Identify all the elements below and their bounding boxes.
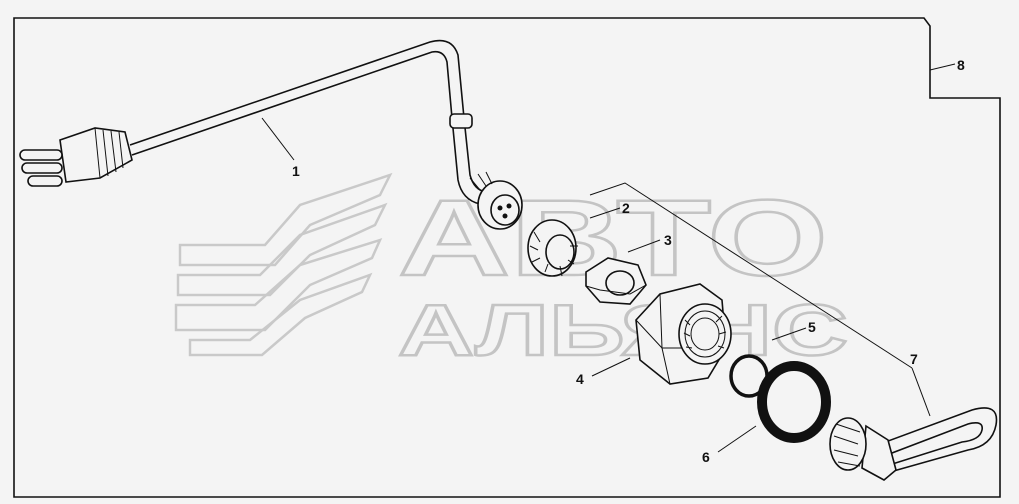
callout-1: 1 xyxy=(292,163,300,179)
watermark-logo-icon xyxy=(174,172,393,357)
leader-lines xyxy=(261,63,956,453)
part-2-slotted-nut xyxy=(527,219,578,277)
callout-5: 5 xyxy=(808,319,816,335)
part-6-seal-ring xyxy=(757,361,831,443)
part-3-hex-nut xyxy=(585,257,647,305)
callout-4: 4 xyxy=(576,371,584,387)
part-7-heating-element xyxy=(829,407,998,481)
part-4-threaded-fitting xyxy=(635,283,732,385)
callout-3: 3 xyxy=(664,232,672,248)
callout-8: 8 xyxy=(957,57,965,73)
diagram-frame xyxy=(13,17,1001,498)
callout-6: 6 xyxy=(702,449,710,465)
callout-7: 7 xyxy=(910,351,918,367)
callout-2: 2 xyxy=(622,200,630,216)
part-1-cable xyxy=(19,39,523,230)
